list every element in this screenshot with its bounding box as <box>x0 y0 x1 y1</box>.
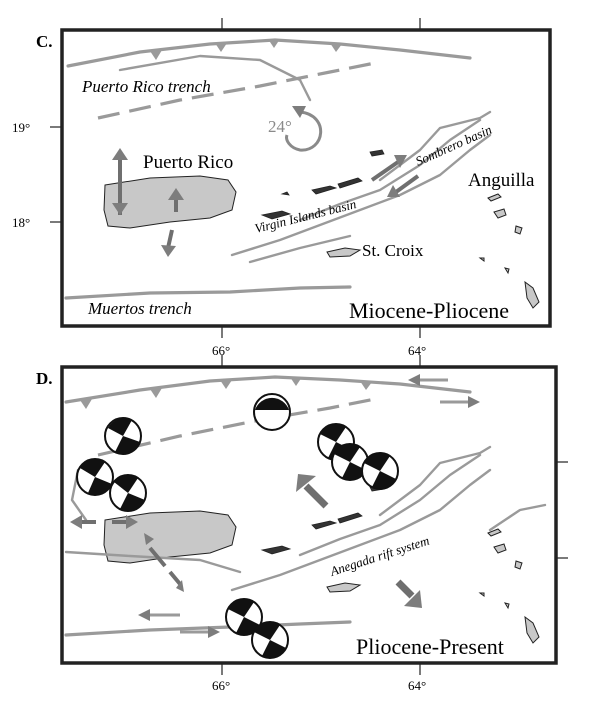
d-southern-arrows <box>138 609 220 638</box>
focal-mechanism-2 <box>104 417 142 455</box>
lon-66-label: 66° <box>212 343 230 358</box>
basin-opening-arrows <box>370 155 420 197</box>
virgin-islands-basin-fault-lower <box>248 234 352 264</box>
anguilla-label: Anguilla <box>468 170 535 191</box>
d-rift-fault-south <box>230 468 492 592</box>
rotation-arc <box>285 110 323 152</box>
virgin-islands-basin-fault-south <box>230 133 492 257</box>
panel-c-frame <box>60 28 552 328</box>
puerto-rico-island <box>103 175 237 229</box>
focal-mechanism-7 <box>361 452 399 490</box>
sombrero-basin-fault-north <box>378 110 492 182</box>
rotation-label: 24° <box>268 117 292 136</box>
uplift-arrows <box>112 148 184 257</box>
puerto-rico-trench-fault <box>66 38 472 68</box>
d-rift-fault-upper <box>378 445 492 517</box>
lon-64-label-d: 64° <box>408 678 426 693</box>
lat-18-label: 18° <box>12 215 30 230</box>
sombrero-basin-fault <box>298 118 482 222</box>
focal-mechanism-4 <box>109 474 147 512</box>
focal-mechanism-9 <box>251 621 289 659</box>
muertos-trench-fault <box>64 285 352 300</box>
miocene-pliocene-label: Miocene-Pliocene <box>349 298 509 323</box>
leeward-islands <box>478 193 540 309</box>
focal-mechanisms <box>76 393 399 659</box>
lon-66-label-d: 66° <box>212 678 230 693</box>
d-trench-teeth <box>80 377 372 409</box>
panel-c: 19° 18° 66° 64° Puerto Rico trench 24° P… <box>12 18 552 358</box>
panel-d-label: D. <box>36 369 53 388</box>
panel-d-frame <box>60 365 558 665</box>
anegada-rift-label: Anegada rift system <box>327 533 431 579</box>
d-rift-fault-east <box>488 503 547 532</box>
d-st-croix-island <box>326 582 362 593</box>
dashed-fault-north <box>97 60 381 120</box>
puerto-rico-label: Puerto Rico <box>143 152 233 173</box>
trench-splay-fault <box>118 54 312 102</box>
st-croix-island <box>326 247 362 258</box>
d-strike-slip-arrows <box>408 374 480 408</box>
d-west-fault <box>70 468 88 522</box>
d-puerto-rico-trench-fault <box>64 375 472 404</box>
panel-c-label: C. <box>36 32 53 51</box>
virgin-islands <box>260 149 385 220</box>
d-plate-motion-arrows <box>296 474 422 608</box>
focal-mechanism-8 <box>225 598 263 636</box>
panel-d: 66° 64° <box>36 355 568 693</box>
pliocene-present-label: Pliocene-Present <box>356 634 504 659</box>
muertos-trench-label: Muertos trench <box>87 299 192 318</box>
puerto-rico-trench-label: Puerto Rico trench <box>81 77 211 96</box>
d-puerto-rico-island <box>103 510 237 564</box>
d-leeward-islands <box>478 528 540 644</box>
st-croix-label: St. Croix <box>362 241 424 260</box>
lat-19-label: 19° <box>12 120 30 135</box>
d-pr-extension-arrows <box>70 515 184 592</box>
d-south-fault <box>64 550 242 574</box>
d-rift-fault-north <box>298 453 482 557</box>
lon-64-label: 64° <box>408 343 426 358</box>
focal-mechanism-1 <box>253 393 291 431</box>
focal-mechanism-3 <box>76 458 114 496</box>
trench-teeth <box>150 39 342 60</box>
rotation-arrowhead <box>292 106 306 118</box>
focal-mechanism-6 <box>331 443 369 481</box>
